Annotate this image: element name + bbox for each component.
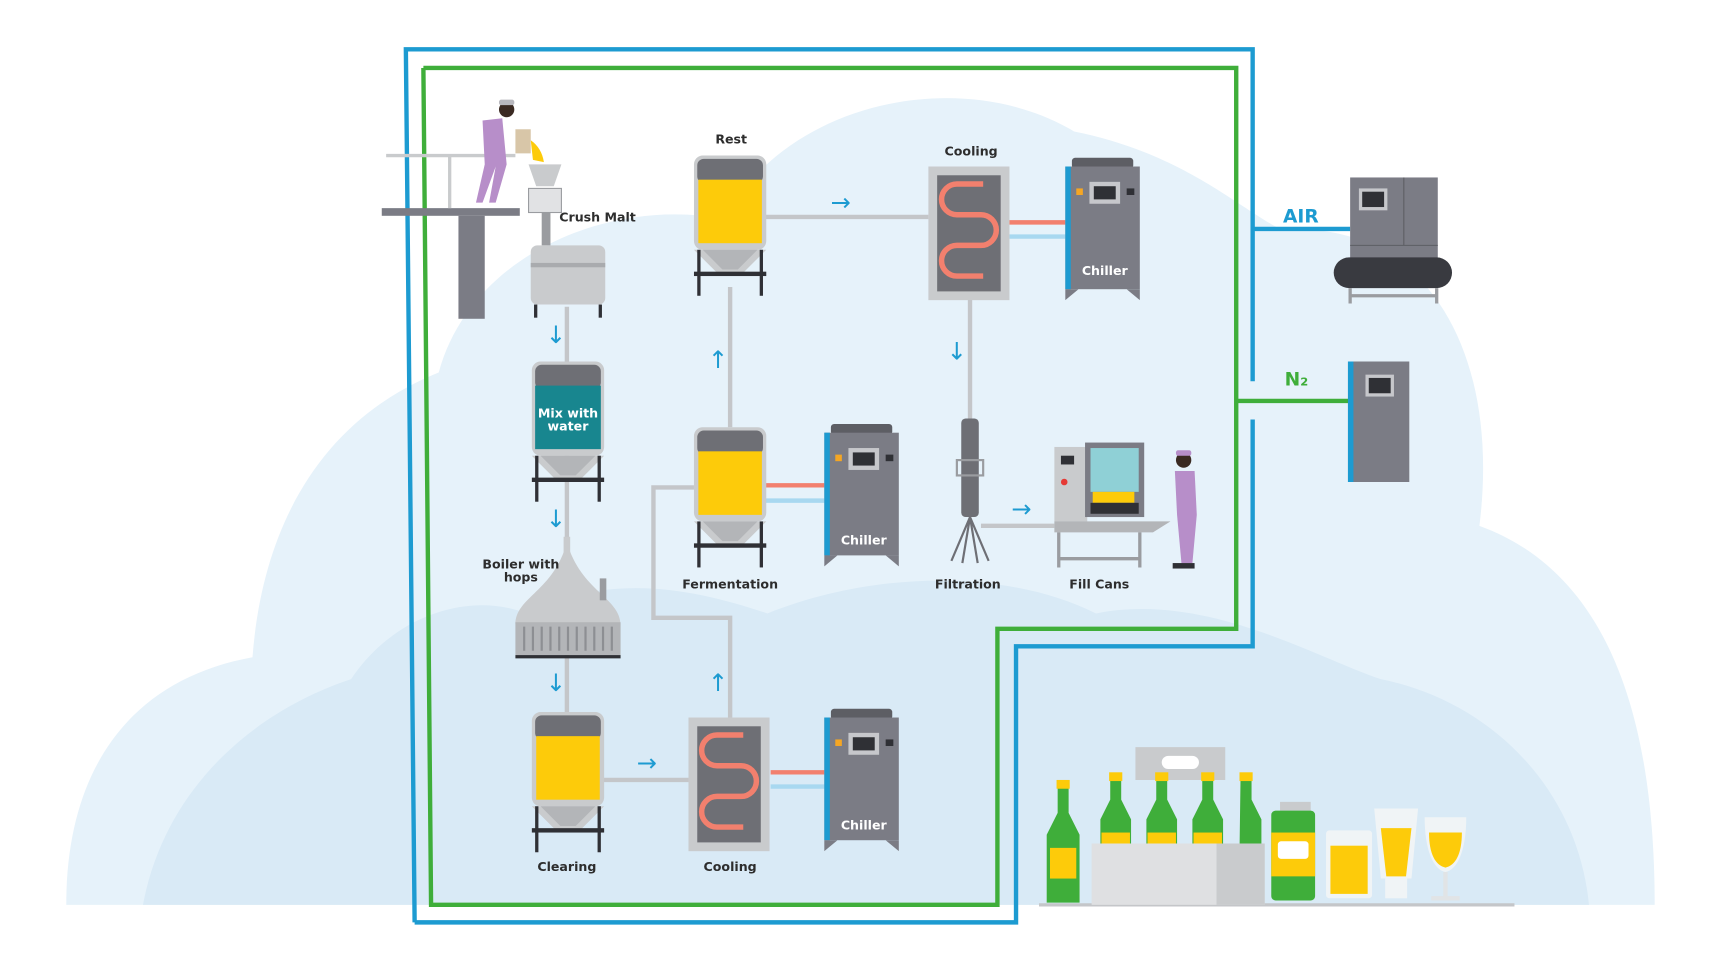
cooling-heat-exchanger-bottom: Cooling <box>688 718 769 874</box>
crush-malt-label: Crush Malt <box>559 209 636 224</box>
mix-with-water-label-line1: Mix with <box>538 405 598 420</box>
mix-with-water-tank: Mix with water <box>531 361 605 502</box>
boiler-label-line2: hops <box>504 570 538 585</box>
flow-arrows: ↓ ↓ ↓ → ↑ ↑ → ↓ → <box>546 188 1032 777</box>
filtration-label: Filtration <box>935 576 1001 591</box>
beer-bottle-icon <box>1100 772 1132 853</box>
arrow-icon: ↓ <box>546 505 566 533</box>
beer-glass-icon <box>1326 830 1373 899</box>
worker-icon <box>1172 450 1197 569</box>
air-line <box>403 47 1351 925</box>
beer-bottle-icon <box>1192 772 1224 853</box>
chiller-middle: Chiller <box>824 423 899 567</box>
cooling-heat-exchanger-top: Cooling <box>928 144 1009 301</box>
beer-bottle-icon <box>1146 772 1178 853</box>
cooling-top-label: Cooling <box>945 144 998 159</box>
cooling-bottom-label: Cooling <box>704 859 757 874</box>
boiler-label-line1: Boiler with <box>482 557 559 572</box>
arrow-icon: ↓ <box>546 669 566 697</box>
filter-icon: Filtration <box>935 418 1001 591</box>
beer-bottle-icon <box>1239 772 1262 853</box>
boiler-with-hops: Boiler with hops <box>482 536 621 659</box>
arrow-icon: ↑ <box>708 346 728 374</box>
rest-label: Rest <box>715 132 747 147</box>
beer-bottle-icon <box>1046 779 1080 903</box>
nitrogen-line <box>421 65 1351 908</box>
chiller-bottom: Chiller <box>824 708 899 852</box>
beer-glass-icon <box>1374 808 1419 899</box>
six-pack-carrier <box>1135 747 1226 780</box>
worker-icon <box>475 99 544 203</box>
beer-can-icon <box>1271 801 1316 901</box>
nitrogen-generator-icon: N₂ <box>1285 361 1410 482</box>
chiller-middle-label: Chiller <box>841 532 888 547</box>
chiller-top: Chiller <box>1065 157 1140 301</box>
air-label: AIR <box>1283 206 1319 227</box>
fermentation-label: Fermentation <box>682 576 778 591</box>
arrow-icon: ↓ <box>947 337 967 365</box>
fermentation-tank: Fermentation <box>682 427 778 591</box>
air-compressor-icon: AIR <box>1283 177 1453 304</box>
mix-with-water-label-line2: water <box>548 419 590 434</box>
beer-products <box>1039 747 1515 907</box>
crush-malt-station: Crush Malt <box>381 99 636 319</box>
arrow-icon: → <box>637 749 657 777</box>
n2-label: N₂ <box>1285 370 1309 391</box>
clearing-label: Clearing <box>537 859 596 874</box>
fill-cans-label: Fill Cans <box>1069 576 1129 591</box>
beer-glass-icon <box>1424 817 1467 901</box>
arrow-icon: → <box>831 188 851 216</box>
chiller-bottom-label: Chiller <box>841 817 888 832</box>
can-filler-icon: Fill Cans <box>1054 442 1197 591</box>
rest-tank: Rest <box>693 132 767 296</box>
arrow-icon: ↑ <box>708 669 728 697</box>
clearing-tank: Clearing <box>531 712 605 874</box>
chiller-top-label: Chiller <box>1082 263 1129 278</box>
arrow-icon: → <box>1011 495 1031 523</box>
arrow-icon: ↓ <box>546 321 566 349</box>
